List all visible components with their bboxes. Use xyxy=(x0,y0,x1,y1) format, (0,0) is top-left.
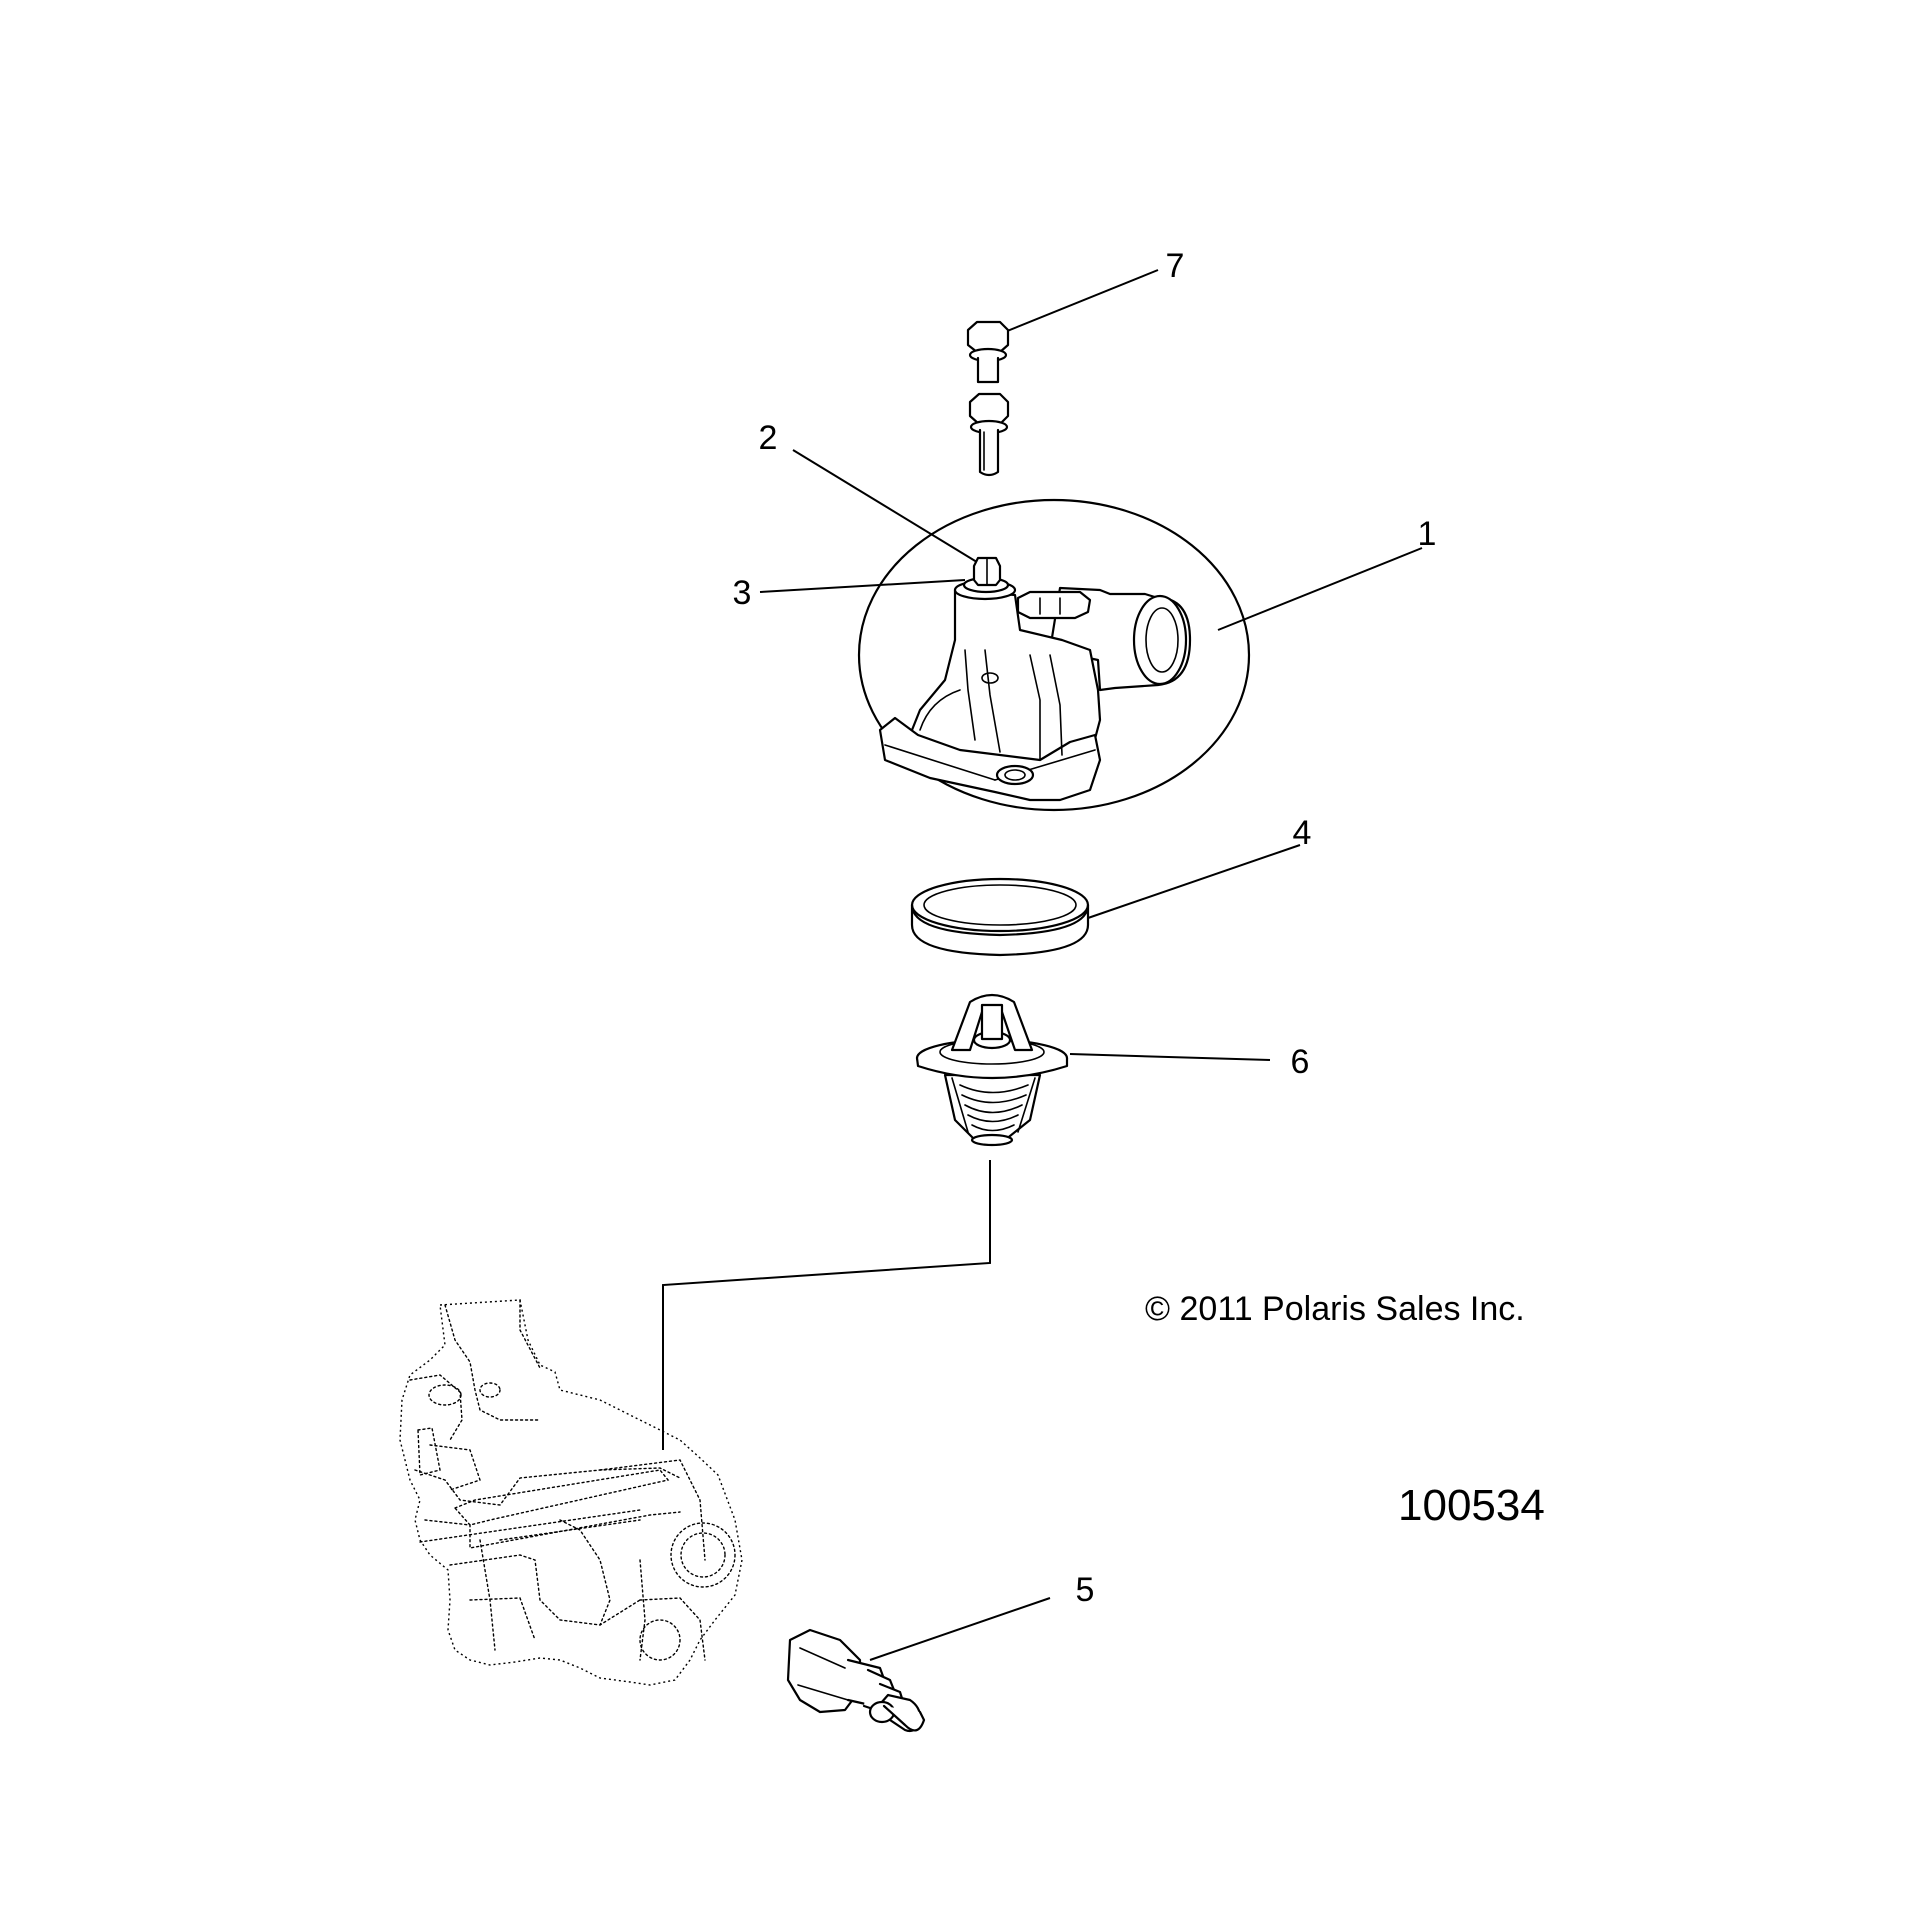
callout-2: 2 xyxy=(759,419,778,457)
copyright-notice: © 2011 Polaris Sales Inc. xyxy=(1145,1290,1525,1328)
figure-number: 100534 xyxy=(1398,1481,1545,1530)
callout-4: 4 xyxy=(1293,814,1312,852)
hose-fitting-icon xyxy=(786,1628,926,1733)
thermostat-icon xyxy=(915,993,1069,1147)
bleed-screw-icon xyxy=(972,556,1002,587)
callout-1: 1 xyxy=(1418,515,1437,553)
thermostat-housing-icon xyxy=(857,498,1251,812)
leader-lines xyxy=(662,269,1423,1661)
engine-cylinder-head-icon xyxy=(399,1299,743,1686)
callout-7: 7 xyxy=(1166,247,1185,285)
callout-5: 5 xyxy=(1076,1571,1095,1609)
flange-bolt-icon xyxy=(966,320,1010,477)
callout-3: 3 xyxy=(733,574,752,612)
callout-6: 6 xyxy=(1291,1043,1310,1081)
o-ring-seal-icon xyxy=(910,877,1090,957)
